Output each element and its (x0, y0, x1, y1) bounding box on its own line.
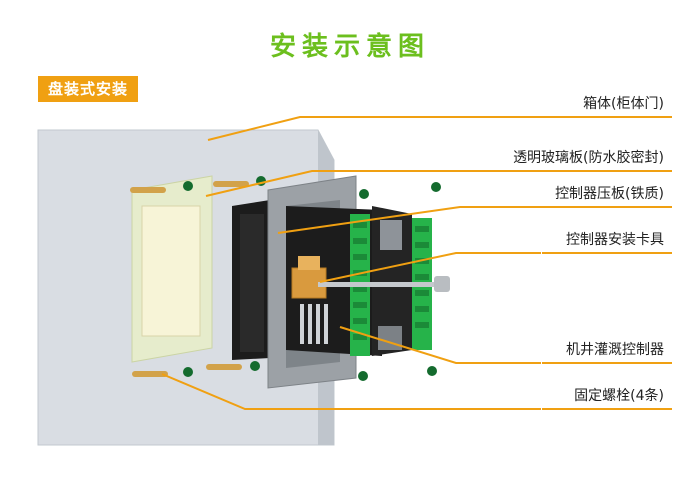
glass-plate (131, 175, 213, 363)
clamp-label: 控制器安装卡具 (566, 232, 664, 248)
controller-label: 机井灌溉控制器 (566, 342, 664, 358)
page-title: 安装示意图 (269, 32, 430, 62)
pressure-plate-line (542, 206, 672, 208)
install-type-badge: 盘装式安装 (38, 76, 139, 102)
glass-plate-label: 透明玻璃板(防水胶密封) (513, 150, 664, 166)
glass-plate-line (482, 170, 672, 172)
bolt-label: 固定螺栓(4条) (574, 388, 664, 404)
rear-frame (232, 200, 270, 360)
pressure-plate-label: 控制器压板(铁质) (555, 186, 664, 202)
clamp-line (542, 252, 672, 254)
bolt-line (542, 408, 672, 410)
controller-line (542, 362, 672, 364)
cabinet-label: 箱体(柜体门) (583, 96, 664, 112)
cabinet-line (566, 116, 672, 118)
